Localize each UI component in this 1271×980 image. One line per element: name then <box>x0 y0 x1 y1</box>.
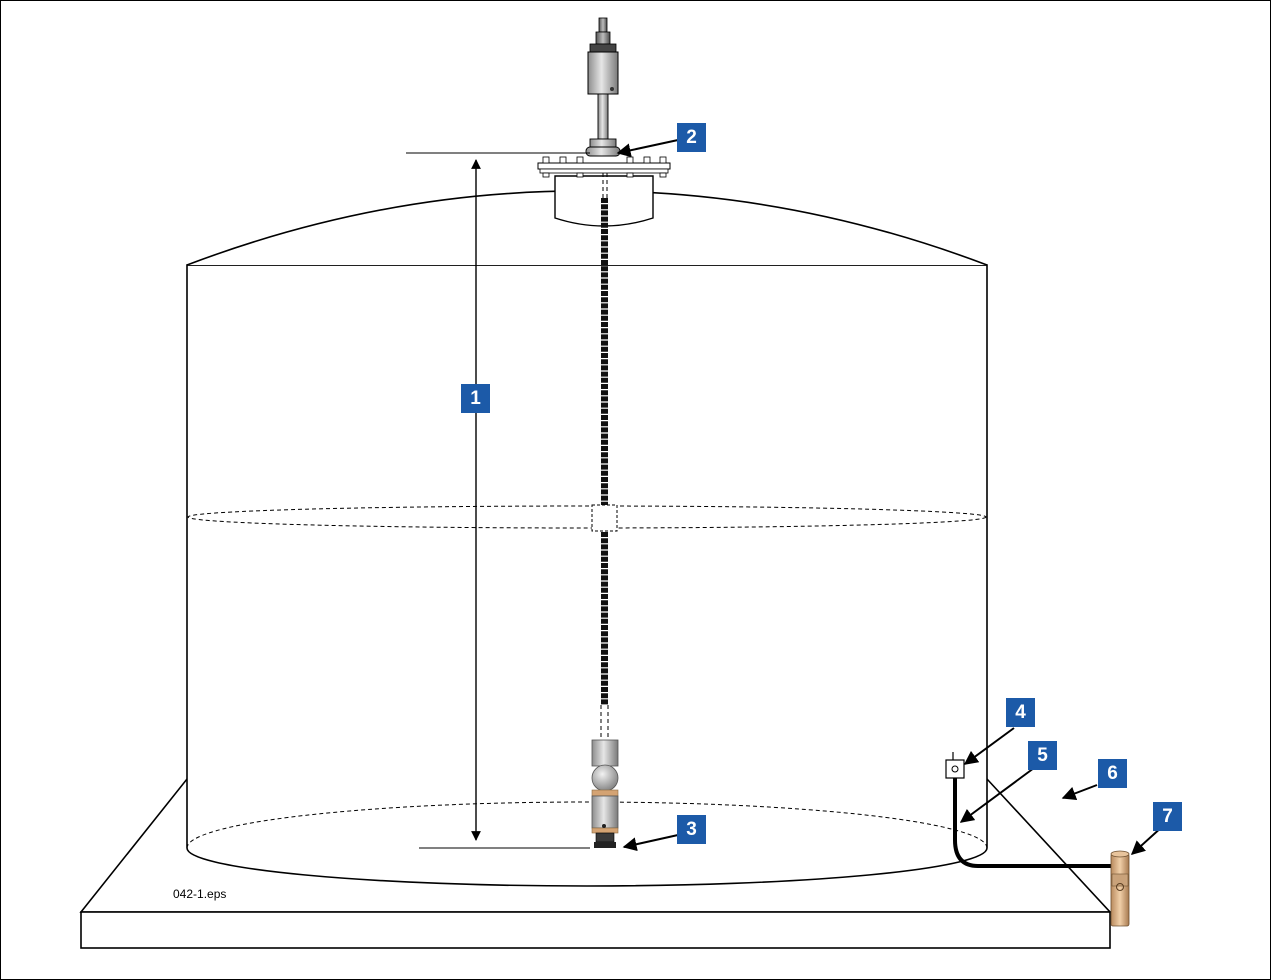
transmitter-head <box>585 17 621 157</box>
callout-5: 5 <box>1028 741 1057 770</box>
callout-3: 3 <box>677 815 706 844</box>
callout-2: 2 <box>677 123 706 152</box>
storage-tank <box>186 190 988 887</box>
callout-4: 4 <box>1006 698 1035 727</box>
probe-cable <box>591 173 618 740</box>
probe-weight <box>591 739 619 848</box>
flange <box>537 156 671 178</box>
measuring-range-dimension <box>406 152 590 849</box>
liquid-level-ring <box>187 505 987 529</box>
callout-6: 6 <box>1098 759 1127 788</box>
tank-bottom-ring <box>186 801 988 849</box>
callout-1: 1 <box>461 384 490 413</box>
file-label: 042-1.eps <box>173 887 227 901</box>
ground-rod <box>1110 850 1130 927</box>
callout-7: 7 <box>1153 802 1182 831</box>
